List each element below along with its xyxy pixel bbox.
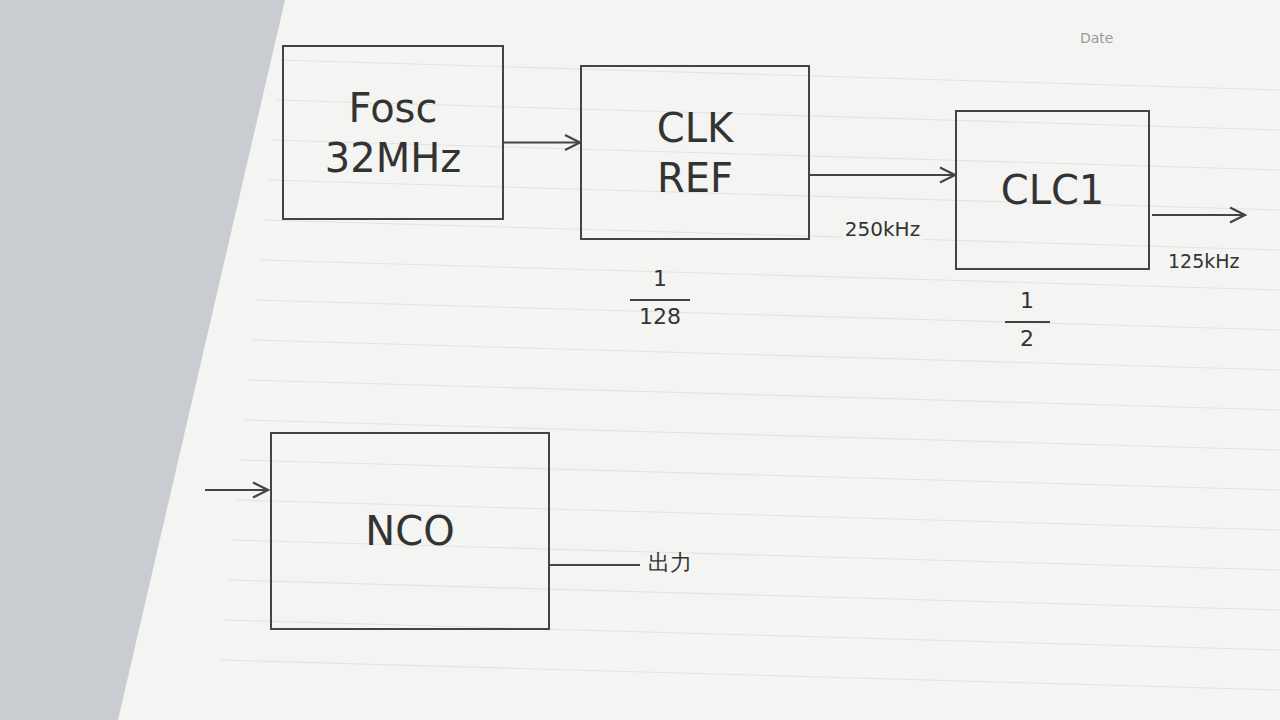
- block-box: Fosc32MHz: [282, 45, 504, 220]
- frequency-label: 250kHz: [843, 217, 922, 241]
- block-label: 32MHz: [325, 133, 461, 183]
- block-label: CLK REF: [657, 103, 733, 203]
- signal-arrow: [810, 174, 955, 176]
- block-label: Fosc: [349, 83, 438, 133]
- output-line: [550, 564, 640, 566]
- annotation-label: 1: [653, 266, 667, 292]
- annotation-label: 1: [1020, 288, 1034, 314]
- block-label: NCO: [365, 506, 454, 556]
- block-box: CLK REF: [580, 65, 810, 240]
- annotation-label: 128: [639, 304, 681, 330]
- input-arrow: [205, 489, 268, 491]
- ruled-lines: [220, 60, 1280, 690]
- block-box: CLC1: [955, 110, 1150, 270]
- annotation-label: 2: [1020, 326, 1034, 352]
- block-box: NCO: [270, 432, 550, 630]
- block-label: CLC1: [1001, 165, 1105, 215]
- output-arrow: [1152, 214, 1245, 216]
- annotation-label: 出力: [648, 550, 692, 576]
- signal-arrow: [504, 142, 580, 144]
- form-heading: Date: [1080, 30, 1113, 47]
- fraction-bar: [1005, 321, 1050, 323]
- paper-sheet: [118, 0, 1280, 720]
- fraction-bar: [630, 299, 690, 301]
- annotation-label: 125kHz: [1168, 250, 1240, 273]
